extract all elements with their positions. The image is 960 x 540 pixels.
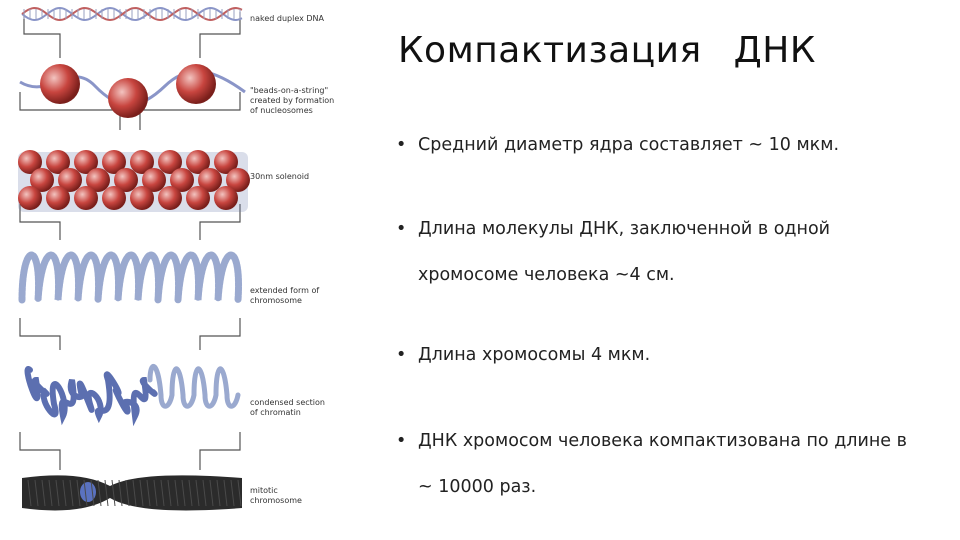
dna-compaction-illustration bbox=[0, 0, 350, 540]
bullet-text: Средний диаметр ядра составляет ~ 10 мкм… bbox=[418, 128, 916, 162]
bullet-dot: • bbox=[396, 212, 406, 246]
solenoid-nucleosome bbox=[102, 186, 126, 210]
label-naked-dna: naked duplex DNA bbox=[250, 14, 345, 24]
label-beads-on-string: "beads-on-a-string" created by formation… bbox=[250, 86, 345, 116]
bullet-dot: • bbox=[396, 338, 406, 372]
label-condensed-chromatin: condensed section of chromatin bbox=[250, 398, 345, 418]
label-mitotic-chromosome: mitotic chromosome bbox=[250, 486, 345, 506]
condensed-coil bbox=[28, 369, 155, 416]
mitotic-chromosome bbox=[22, 475, 242, 510]
label-extended-chromosome: extended form of chromosome bbox=[250, 286, 345, 306]
solenoid-nucleosome bbox=[18, 186, 42, 210]
dna-compaction-figure: naked duplex DNA "beads-on-a-string" cre… bbox=[0, 0, 350, 540]
solenoid-nucleosome bbox=[74, 186, 98, 210]
solenoid-nucleosome bbox=[214, 186, 238, 210]
solenoid-nucleosome bbox=[46, 186, 70, 210]
label-solenoid: 30nm solenoid bbox=[250, 172, 345, 182]
solenoid-nucleosome bbox=[186, 186, 210, 210]
bullet-dot: • bbox=[396, 424, 406, 458]
bullet-text: Длина молекулы ДНК, заключенной в одной … bbox=[418, 206, 916, 298]
bullet-item: • ДНК хромосом человека компактизована п… bbox=[396, 424, 916, 510]
bullet-item: • Длина хромосомы 4 мкм. bbox=[396, 338, 916, 372]
nucleosome-bead bbox=[40, 64, 80, 104]
nucleosome-bead bbox=[108, 78, 148, 118]
bracket-line bbox=[20, 432, 240, 470]
solenoid-nucleosome bbox=[130, 186, 154, 210]
bracket-line bbox=[20, 318, 240, 350]
bullet-text: Длина хромосомы 4 мкм. bbox=[418, 338, 916, 372]
bullet-item: • Средний диаметр ядра составляет ~ 10 м… bbox=[396, 128, 916, 162]
bullet-text: ДНК хромосом человека компактизована по … bbox=[418, 418, 916, 510]
chromatin-loops bbox=[22, 255, 239, 300]
nucleosome-bead bbox=[176, 64, 216, 104]
solenoid-nucleosome bbox=[158, 186, 182, 210]
slide-title: Компактизация ДНК bbox=[398, 30, 816, 71]
bullet-dot: • bbox=[396, 128, 406, 162]
bullet-item: • Длина молекулы ДНК, заключенной в одно… bbox=[396, 212, 916, 298]
chromatin-tail bbox=[150, 366, 238, 406]
